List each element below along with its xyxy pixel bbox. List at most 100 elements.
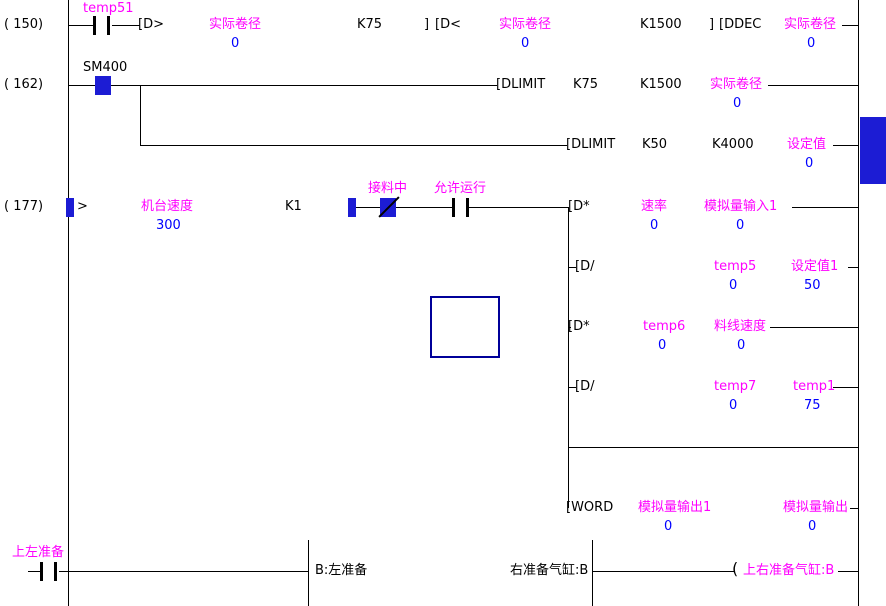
device-comment: 上左准备 (12, 545, 65, 560)
constant-operand[interactable]: K1500 (640, 77, 682, 92)
wire (792, 207, 858, 208)
coil-device-comment: 上右准备气缸:B (743, 563, 835, 578)
step-number: ( 177) (4, 199, 44, 214)
wire (848, 267, 858, 268)
branch-line (568, 207, 569, 508)
monitor-value: 75 (804, 398, 821, 413)
device-comment: temp51 (83, 1, 134, 16)
monitor-value: 0 (231, 36, 240, 51)
contact-sm400-energized[interactable] (95, 76, 111, 95)
monitor-value: 0 (737, 338, 746, 353)
instruction-opcode[interactable]: [WORD (566, 500, 614, 515)
monitor-value: 0 (808, 519, 817, 534)
instruction-opcode[interactable]: [DLIMIT (566, 137, 616, 152)
wire (842, 25, 858, 26)
no-contact-upper-left-ready[interactable] (40, 562, 57, 581)
monitor-value: 0 (807, 36, 816, 51)
device-comment: temp5 (714, 259, 757, 274)
wire (28, 571, 42, 572)
monitor-value: 0 (521, 36, 530, 51)
edit-cursor (430, 296, 500, 358)
contact-bar (93, 16, 96, 35)
device-comment: 模拟量输入1 (704, 199, 778, 214)
wire (469, 207, 569, 208)
branch-line (140, 85, 141, 145)
device-comment: 实际卷径 (209, 17, 262, 32)
bracket-close: ] (709, 17, 715, 32)
monitor-value: 0 (733, 96, 742, 111)
instruction-opcode[interactable]: [D> (138, 17, 164, 32)
wire (111, 85, 497, 86)
monitor-value: 0 (664, 519, 673, 534)
instruction-opcode[interactable]: [D< (435, 17, 461, 32)
device-label: SM400 (83, 60, 128, 75)
device-comment: 模拟量输出 (783, 500, 849, 515)
wire (112, 25, 140, 26)
wire (850, 508, 858, 509)
device-comment: 机台速度 (141, 199, 194, 214)
device-comment: 接料中 (368, 181, 408, 196)
monitor-value: 0 (650, 218, 659, 233)
step-number: ( 162) (4, 77, 44, 92)
device-label: B:左准备 (315, 563, 368, 578)
no-contact-allow-run[interactable] (452, 198, 469, 217)
branch-line (592, 540, 593, 606)
device-comment: 实际卷径 (784, 17, 837, 32)
constant-operand[interactable]: K1500 (640, 17, 682, 32)
instruction-opcode[interactable]: [D/ (575, 379, 595, 394)
right-rail-selection-block (860, 117, 886, 184)
wire (59, 571, 308, 572)
device-comment: temp6 (643, 319, 686, 334)
wire (770, 327, 858, 328)
wire (68, 85, 95, 86)
wire (68, 25, 93, 26)
compare-operator[interactable]: > (77, 199, 88, 214)
contact-bar (107, 16, 110, 35)
device-comment: 料线速度 (714, 319, 767, 334)
monitor-value: 300 (156, 218, 181, 233)
power-rail-right (858, 0, 859, 606)
constant-operand[interactable]: K50 (642, 137, 668, 152)
monitor-value: 0 (805, 156, 814, 171)
wire (833, 145, 858, 146)
wire (768, 85, 858, 86)
compare-bracket-open-energized[interactable] (66, 198, 74, 217)
instruction-opcode[interactable]: [D* (568, 319, 590, 334)
power-rail-left (68, 0, 69, 606)
device-comment: 设定值 (787, 137, 827, 152)
instruction-opcode[interactable]: [DLIMIT (496, 77, 546, 92)
constant-operand[interactable]: K75 (357, 17, 383, 32)
contact-bar (54, 562, 57, 581)
coil-symbol[interactable]: ( (732, 559, 739, 578)
wire (568, 267, 576, 268)
monitor-value: 0 (736, 218, 745, 233)
step-number: ( 150) (4, 17, 44, 32)
constant-operand[interactable]: K75 (573, 77, 599, 92)
constant-operand[interactable]: K4000 (712, 137, 754, 152)
device-label: 右准备气缸:B (510, 563, 589, 578)
nc-contact-energized[interactable] (378, 192, 400, 222)
instruction-opcode[interactable]: [D* (568, 199, 590, 214)
monitor-value: 50 (804, 278, 821, 293)
wire (568, 387, 576, 388)
device-comment: 实际卷径 (499, 17, 552, 32)
wire (396, 207, 452, 208)
device-comment: 实际卷径 (710, 77, 763, 92)
wire (568, 327, 571, 328)
no-contact-temp51[interactable] (93, 16, 110, 35)
instruction-opcode[interactable]: [DDEC (719, 17, 762, 32)
constant-operand[interactable]: K1 (285, 199, 302, 214)
instruction-opcode[interactable]: [D/ (575, 259, 595, 274)
monitor-value: 0 (729, 398, 738, 413)
compare-bracket-close-energized[interactable] (348, 198, 356, 217)
monitor-value: 0 (729, 278, 738, 293)
bracket-close: ] (424, 17, 430, 32)
contact-bar (452, 198, 455, 217)
monitor-value: 0 (658, 338, 667, 353)
device-comment: 设定值1 (791, 259, 839, 274)
wire (838, 571, 858, 572)
device-comment: 模拟量输出1 (638, 500, 712, 515)
wire (592, 571, 734, 572)
device-comment: temp1 (793, 379, 836, 394)
